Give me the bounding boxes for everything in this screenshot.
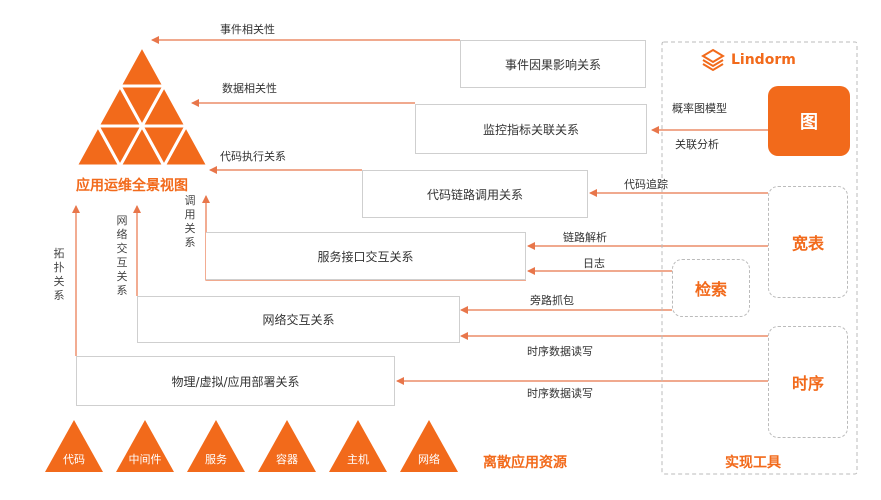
label-trace-parsing: 链路解析 [563,231,607,244]
resource-middleware: 中间件 [114,418,176,474]
layer-service-interface: 服务接口交互关系 [206,232,526,280]
resource-service: 服务 [185,418,247,474]
label-topology: 拓扑关系 [53,247,65,302]
label-data-correlation: 数据相关性 [222,82,277,95]
resource-host: 主机 [327,418,389,474]
tool-wide-table: 宽表 [768,186,848,298]
label-timeseries-rw-1: 时序数据读写 [527,345,593,358]
resource-network: 网络 [398,418,460,474]
tool-timeseries: 时序 [768,326,848,438]
layer-code-trace: 代码链路调用关系 [362,170,588,218]
triangle-icon [45,420,103,472]
tool-graph: 图 [768,86,850,156]
label-bypass-capture: 旁路抓包 [530,294,574,307]
pyramid-icon [73,42,211,170]
tools-panel [661,41,858,475]
label-network-relation: 网络交互关系 [116,214,128,297]
label-event-correlation: 事件相关性 [220,23,275,36]
layer-deployment: 物理/虚拟/应用部署关系 [76,356,395,406]
tool-search: 检索 [672,259,750,317]
triangle-icon [187,420,245,472]
triangle-icon [329,420,387,472]
triangle-icon [400,420,458,472]
resources-title: 离散应用资源 [483,455,567,471]
triangle-icon [116,420,174,472]
lindorm-brand: Lindorm [731,52,796,68]
label-association-analysis: 关联分析 [675,138,719,151]
triangle-icon [258,420,316,472]
label-code-execution: 代码执行关系 [220,150,286,163]
label-probability-model: 概率图模型 [672,102,727,115]
resource-container: 容器 [256,418,318,474]
lindorm-logo-icon [701,48,725,72]
label-log: 日志 [583,257,605,270]
tools-title: 实现工具 [725,455,781,471]
layer-monitor-metrics: 监控指标关联关系 [415,104,647,154]
label-code-tracing: 代码追踪 [624,178,668,191]
resource-code: 代码 [43,418,105,474]
label-timeseries-rw-2: 时序数据读写 [527,387,593,400]
pyramid-title: 应用运维全景视图 [76,178,188,194]
layer-event-causality: 事件因果影响关系 [460,40,646,88]
layer-network-interaction: 网络交互关系 [137,296,460,343]
label-call-relation: 调用关系 [184,194,196,249]
